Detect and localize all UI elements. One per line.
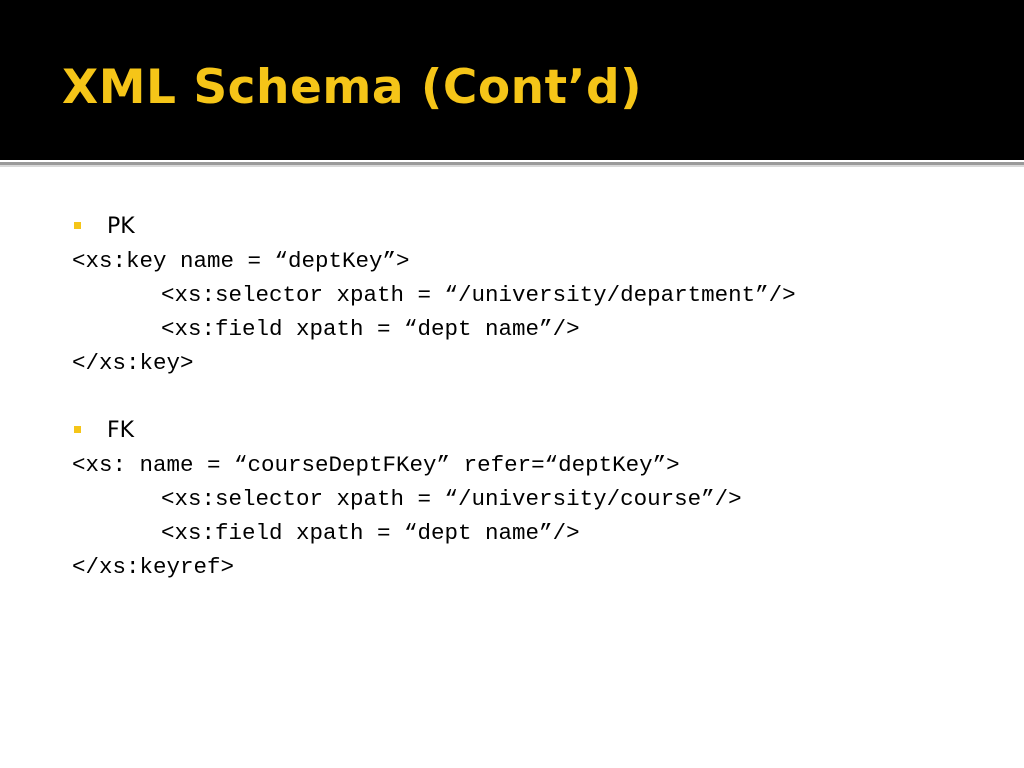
slide-body: PK <xs:key name = “deptKey”> <xs:selecto… xyxy=(72,210,1002,584)
bullet-label-fk: FK xyxy=(107,418,135,443)
title-divider-highlight xyxy=(0,165,1024,167)
pk-code-line-close: </xs:key> xyxy=(72,350,194,376)
fk-code-line-selector: <xs:selector xpath = “/university/course… xyxy=(161,486,742,512)
square-bullet-icon xyxy=(74,426,81,433)
bullet-label-pk: PK xyxy=(107,214,135,239)
title-divider xyxy=(0,162,1024,165)
fk-code-line-open: <xs: name = “courseDeptFKey” refer=“dept… xyxy=(72,452,680,478)
fk-code-line-field: <xs:field xpath = “dept name”/> xyxy=(161,520,580,546)
pk-code-line-field: <xs:field xpath = “dept name”/> xyxy=(161,316,580,342)
bullet-fk: FK xyxy=(72,414,1024,448)
section-spacer xyxy=(72,380,1002,414)
fk-code-line-close: </xs:keyref> xyxy=(72,554,235,580)
slide-title: XML Schema (Cont’d) xyxy=(62,60,643,115)
title-bar: XML Schema (Cont’d) xyxy=(0,0,1024,160)
pk-code-line-selector: <xs:selector xpath = “/university/depart… xyxy=(161,282,796,308)
pk-code-line-open: <xs:key name = “deptKey”> xyxy=(72,248,410,274)
square-bullet-icon xyxy=(74,222,81,229)
bullet-pk: PK xyxy=(72,210,1024,244)
